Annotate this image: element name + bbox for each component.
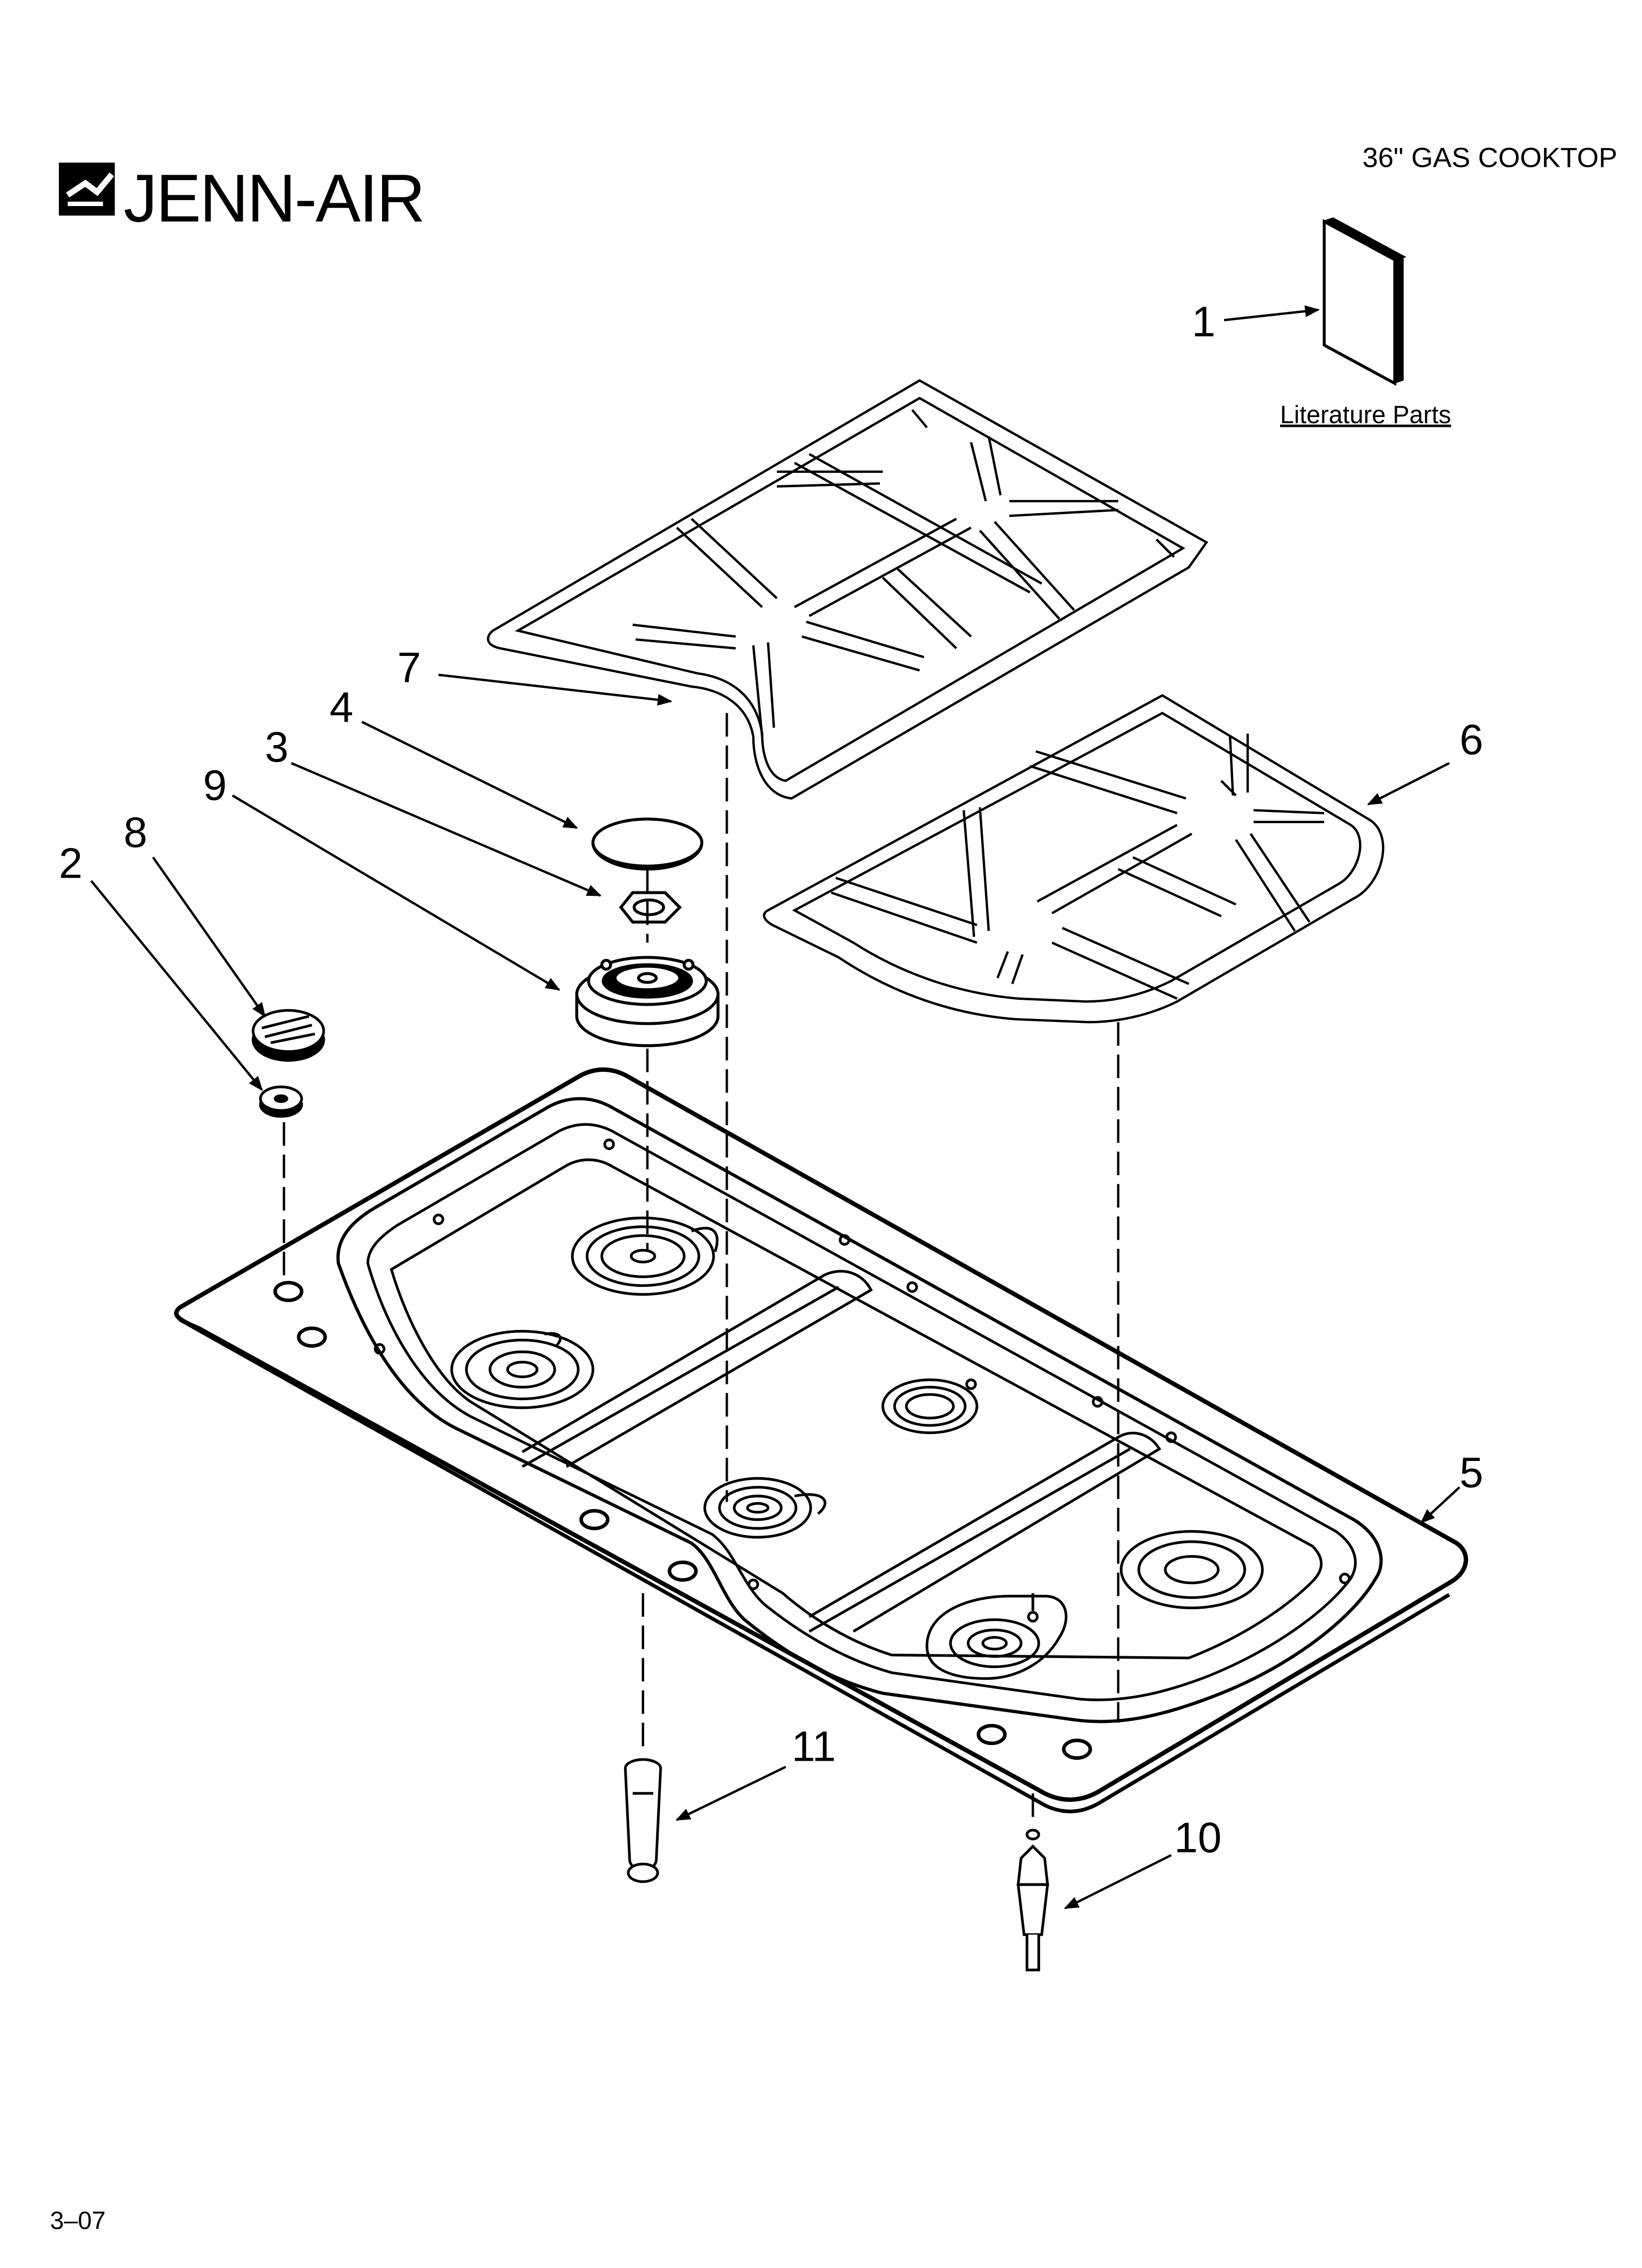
washer-2	[259, 1085, 303, 1118]
burner-base-front-center	[703, 1477, 826, 1539]
brand-mark-icon	[59, 162, 115, 216]
callout-9: 9	[203, 762, 227, 809]
callout-6: 6	[1460, 716, 1483, 764]
burner-cap-4	[591, 817, 703, 871]
literature-parts: Literature Parts	[1280, 217, 1451, 429]
literature-parts-label: Literature Parts	[1280, 401, 1451, 429]
leader-lines	[90, 305, 1461, 1909]
callout-11: 11	[792, 1723, 836, 1771]
nut-3	[619, 891, 682, 924]
footer-code: 3–07	[50, 2207, 105, 2235]
assembly-lines	[282, 713, 1120, 1826]
callouts: 1 2 3 4 5 6 7 8 9 10 11	[59, 298, 1483, 1862]
callout-5: 5	[1460, 1449, 1483, 1497]
electrode-10	[1016, 1828, 1050, 1972]
callout-10: 10	[1174, 1814, 1222, 1862]
cooktop-base-5	[174, 1067, 1468, 1813]
brand-wordmark: JENN-AIR	[124, 161, 424, 236]
burner-base-top-left	[571, 1216, 718, 1296]
callout-8: 8	[124, 809, 147, 857]
burner-base-front-right	[925, 1593, 1068, 1680]
grate-6	[763, 694, 1385, 1023]
burner-head-9	[575, 956, 719, 1047]
callout-2: 2	[59, 840, 82, 887]
foot-11	[624, 1758, 662, 1883]
burner-base-right	[1120, 1530, 1264, 1610]
brand-logo: JENN-AIR	[59, 161, 425, 236]
burner-base-center	[881, 1378, 978, 1434]
page-title: 36" GAS COOKTOP	[1362, 142, 1617, 174]
callout-1: 1	[1192, 298, 1215, 346]
burner-base-left	[450, 1330, 594, 1409]
callout-4: 4	[330, 684, 353, 731]
callout-7: 7	[397, 644, 421, 692]
knob-8	[252, 1009, 325, 1062]
callout-3: 3	[265, 724, 288, 771]
grate-7	[487, 379, 1208, 800]
